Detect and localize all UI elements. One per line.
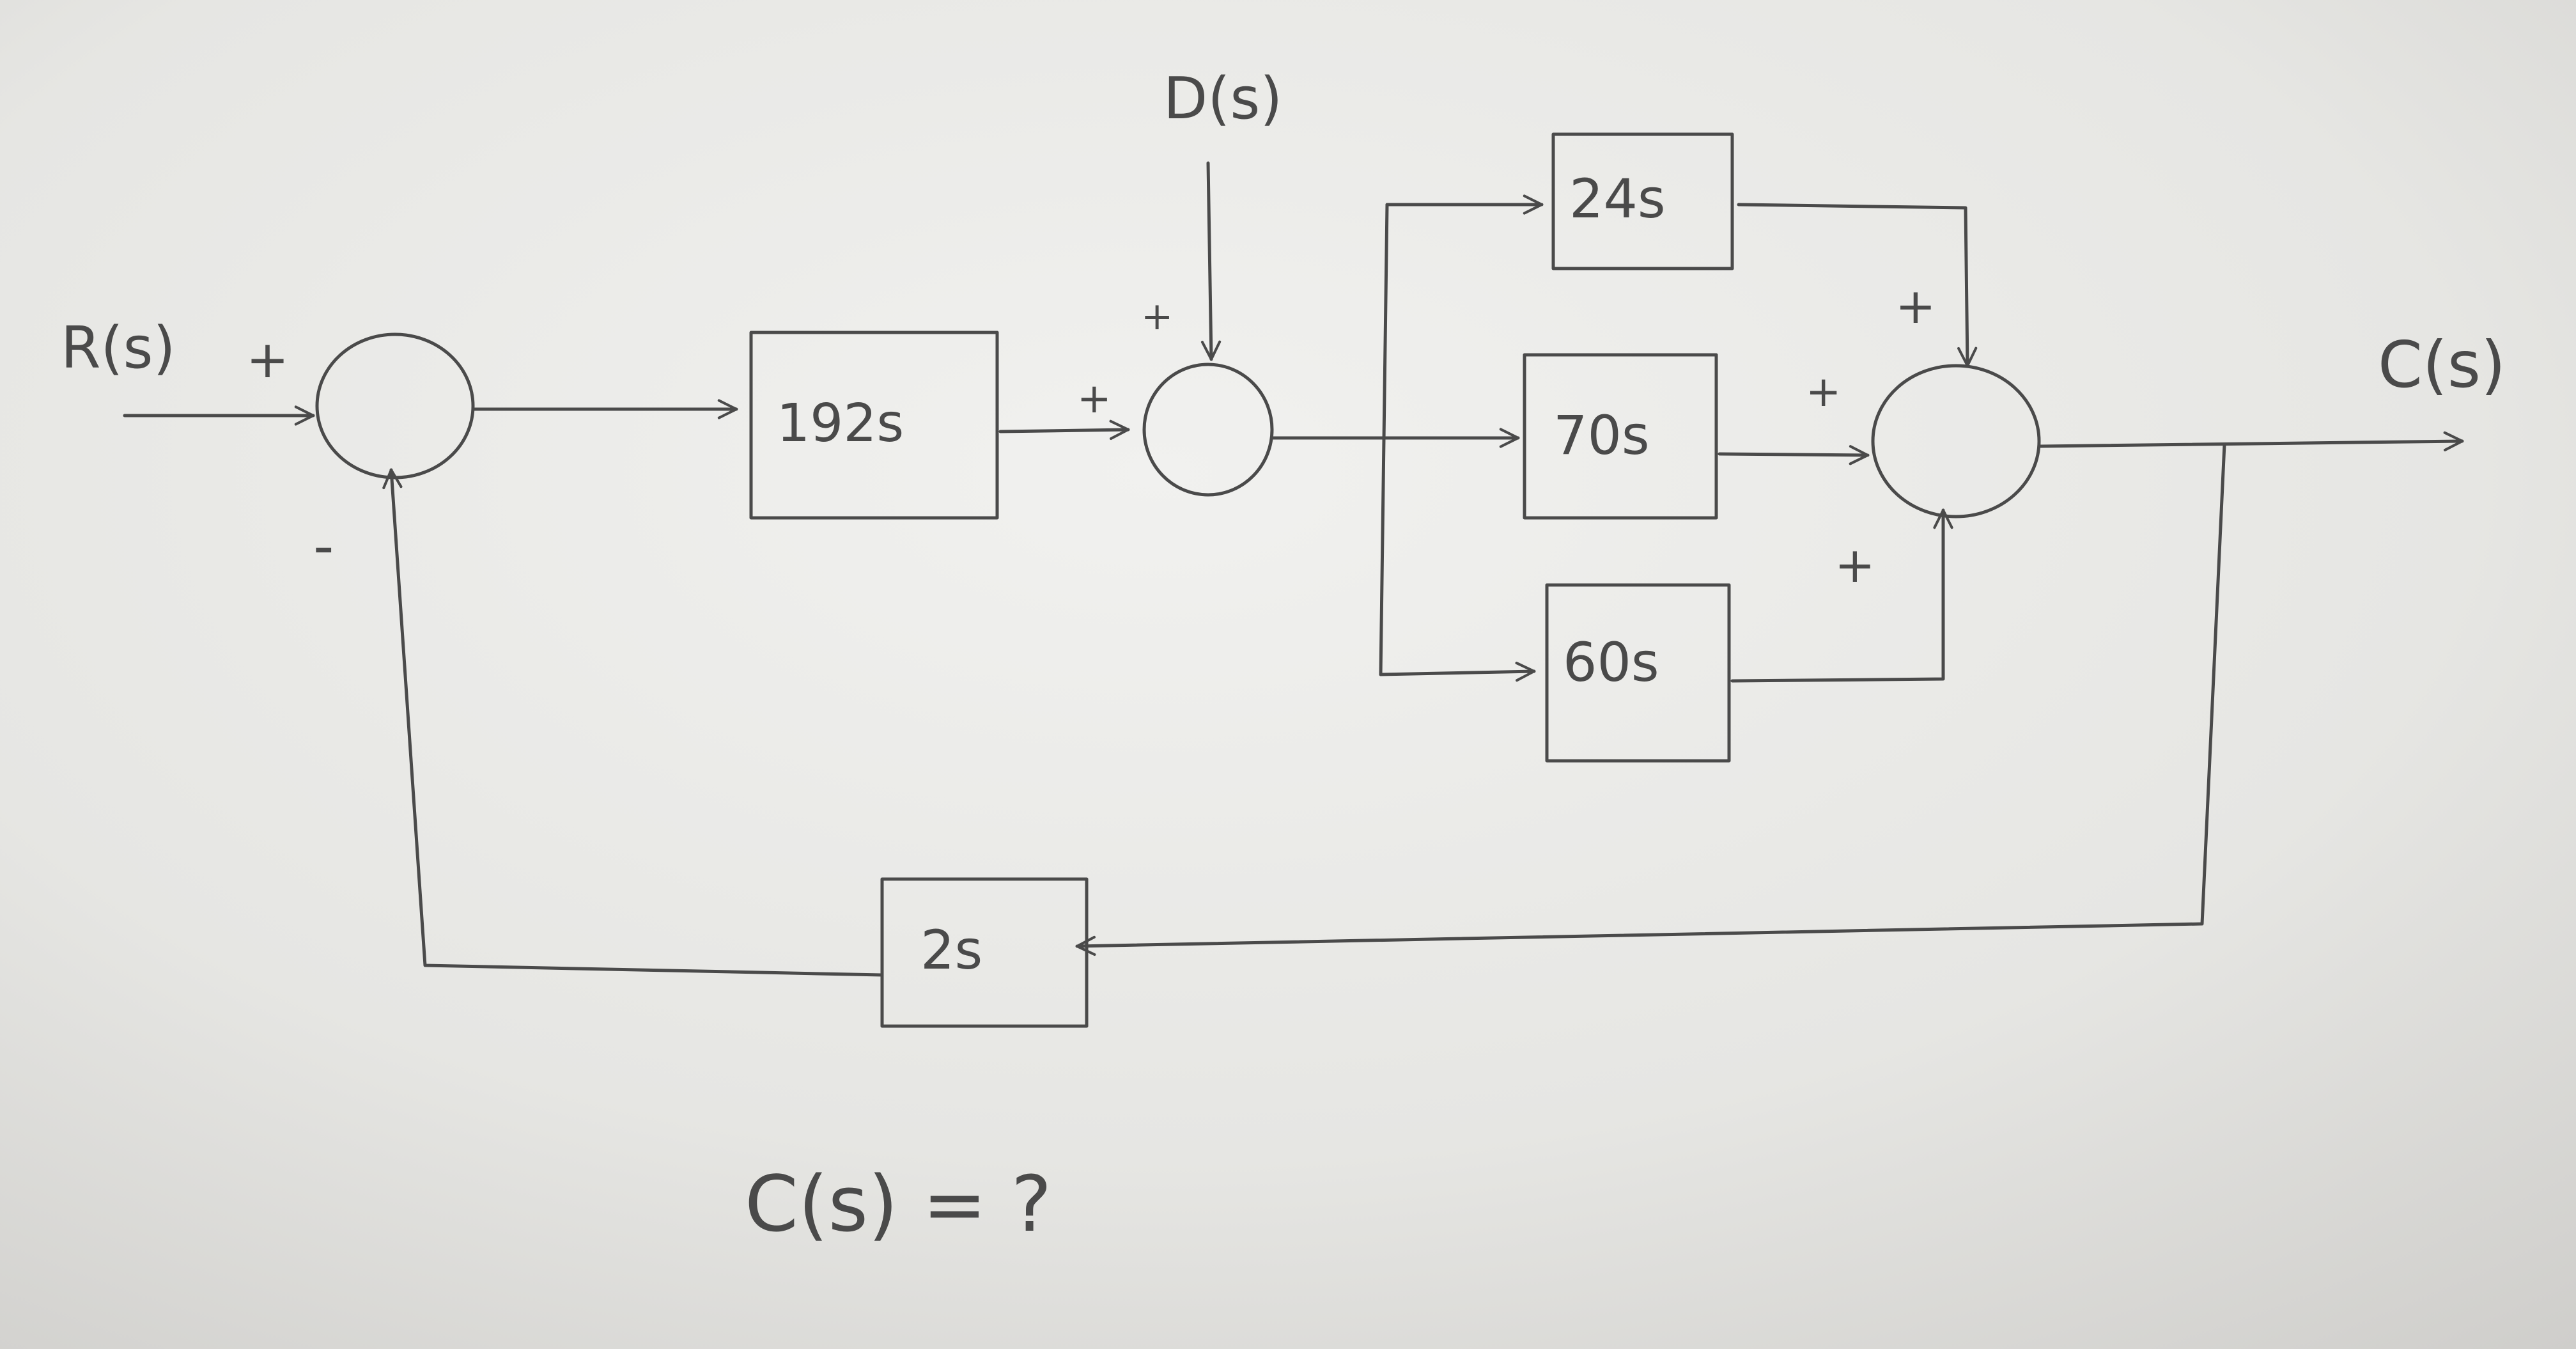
output-label: C(s) <box>2378 327 2506 402</box>
feedback-return-line <box>382 468 884 977</box>
block-192s <box>749 331 999 520</box>
block-70s-label: 70s <box>1553 404 1650 467</box>
sign-sum2-top: + <box>1141 294 1173 339</box>
line-192s-to-sum2 <box>998 419 1130 441</box>
block-192s-label: 192s <box>777 393 904 454</box>
line-to-60s <box>1379 661 1536 682</box>
block-70s <box>1523 353 1718 520</box>
block-24s <box>1551 132 1734 270</box>
input-label: R(s) <box>61 315 176 382</box>
summing-junction-3 <box>1871 364 2041 519</box>
sign-sum2-left: + <box>1077 375 1112 423</box>
sign-sum3-left: + <box>1806 367 1841 416</box>
sign-sum3-bottom: + <box>1835 536 1875 593</box>
block-24s-label: 24s <box>1569 168 1666 230</box>
block-2s <box>880 877 1089 1028</box>
line-60s-to-sum3 <box>1730 508 1953 683</box>
block-60s <box>1545 583 1731 763</box>
sign-sum1-bottom: - <box>313 513 334 580</box>
line-70s-to-sum3 <box>1718 445 1870 465</box>
block-60s-label: 60s <box>1563 631 1659 694</box>
question-text: C(s) = ? <box>745 1160 1051 1249</box>
line-24s-to-sum3 <box>1737 203 1978 368</box>
summing-junction-2 <box>1142 363 1274 497</box>
block-2s-label: 2s <box>920 919 982 981</box>
sign-sum1-top: + <box>246 330 289 389</box>
output-line <box>2038 431 2464 451</box>
sign-sum3-top: + <box>1895 277 1936 334</box>
feedback-line <box>1075 442 2226 956</box>
disturbance-label: D(s) <box>1163 65 1282 132</box>
disturbance-line <box>1200 161 1222 361</box>
